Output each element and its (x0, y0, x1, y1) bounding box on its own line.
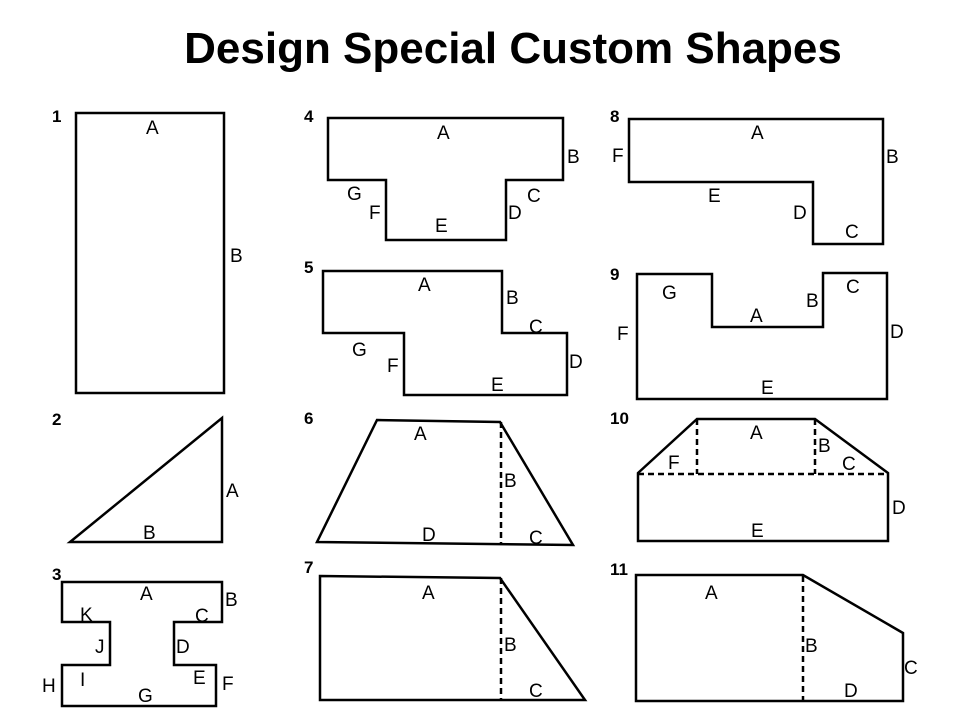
shape-7-label-b: B (504, 635, 517, 656)
shape-8-label-a: A (751, 123, 764, 144)
shape-10-label-e: E (751, 521, 764, 542)
shape-3-label-c: C (195, 606, 209, 627)
shape-5-number: 5 (304, 258, 313, 277)
shape-4-label-e: E (435, 216, 448, 237)
shape-3-label-j: J (95, 637, 105, 658)
shape-9-number: 9 (610, 265, 619, 284)
shape-9-label-g: G (662, 283, 677, 304)
shape-4-label-c: C (527, 186, 541, 207)
shape-1-label-a: A (146, 118, 159, 139)
shape-3-label-g: G (138, 686, 153, 707)
shape-4-label-d: D (508, 203, 522, 224)
shape-3-label-a: A (140, 584, 153, 605)
shape-9-label-c: C (846, 277, 860, 298)
shape-10: 10 A B C D E F (610, 409, 906, 543)
shape-6: 6 A B C D (304, 409, 576, 549)
shape-2-label-b: B (143, 523, 156, 544)
shape-3-label-h: H (42, 676, 56, 697)
shape-7: 7 A B C (304, 558, 588, 702)
shape-8-outline (627, 117, 885, 246)
shape-3-number: 3 (52, 565, 61, 584)
shape-10-label-c: C (842, 454, 856, 475)
shape-8-label-d: D (793, 203, 807, 224)
shape-9-label-a: A (750, 306, 763, 327)
shape-10-label-b: B (818, 436, 831, 457)
shape-5-label-a: A (418, 275, 431, 296)
shape-4: 4 A B C D E F G (304, 107, 580, 242)
shape-4-label-f: F (369, 203, 381, 224)
shape-9-label-f: F (617, 324, 629, 345)
shape-8-label-c: C (845, 222, 859, 243)
shape-8: 8 A B C D E F (610, 107, 899, 246)
shape-6-label-b: B (504, 471, 517, 492)
shape-3-label-e: E (193, 668, 206, 689)
shape-3-label-d: D (176, 637, 190, 658)
shape-5: 5 A B C D E F G (304, 258, 583, 397)
shape-11-label-b: B (805, 636, 818, 657)
shape-4-label-g: G (347, 184, 362, 205)
shape-8-number: 8 (610, 107, 619, 126)
shape-7-outline (318, 574, 588, 702)
shape-3-label-b: B (225, 590, 238, 611)
shape-10-label-d: D (892, 498, 906, 519)
shape-11: 11 A B C D (610, 560, 918, 703)
shape-5-label-d: D (569, 352, 583, 373)
shape-10-label-f: F (668, 453, 680, 474)
shape-1-number: 1 (52, 107, 61, 126)
shape-3-label-f: F (222, 674, 234, 695)
shape-5-label-g: G (352, 340, 367, 361)
shape-7-label-a: A (422, 583, 435, 604)
shape-5-outline (321, 269, 569, 397)
shape-10-label-a: A (750, 423, 763, 444)
shape-11-outline (634, 573, 905, 703)
shape-8-label-e: E (708, 186, 721, 207)
shape-4-label-b: B (567, 147, 580, 168)
shape-6-label-c: C (529, 528, 543, 549)
shape-2-label-a: A (226, 481, 239, 502)
shape-1: 1 A B (52, 107, 243, 395)
shape-4-number: 4 (304, 107, 314, 126)
shape-3-outline (60, 580, 224, 708)
shape-9-outline (635, 271, 889, 401)
shape-3: 3 A B C D E F G H I J K (42, 565, 238, 708)
shape-6-outline (315, 418, 576, 547)
shape-8-label-b: B (886, 147, 899, 168)
shape-11-label-c: C (904, 658, 918, 679)
shape-9: 9 A B C D E F G (610, 265, 904, 401)
shape-7-label-c: C (529, 681, 543, 702)
shape-9-label-b: B (806, 291, 819, 312)
shape-7-number: 7 (304, 558, 313, 577)
shape-9-label-e: E (761, 378, 774, 399)
shape-10-number: 10 (610, 409, 629, 428)
shape-3-label-k: K (80, 605, 93, 626)
shape-2-outline (66, 415, 224, 544)
shape-5-label-b: B (506, 288, 519, 309)
shape-11-number: 11 (610, 560, 628, 579)
shape-4-outline (326, 116, 565, 242)
shape-9-label-d: D (890, 322, 904, 343)
shape-11-label-a: A (705, 583, 718, 604)
shape-6-label-a: A (414, 424, 427, 445)
shape-5-label-f: F (387, 356, 399, 377)
shape-1-label-b: B (230, 246, 243, 267)
shape-3-label-i: I (80, 670, 85, 691)
shape-5-label-e: E (491, 375, 504, 396)
shape-11-label-d: D (844, 681, 858, 702)
page-title: Design Special Custom Shapes (184, 24, 842, 73)
shape-6-label-d: D (422, 525, 436, 546)
shape-2: 2 A B (52, 410, 239, 544)
shape-5-label-c: C (529, 317, 543, 338)
shape-1-outline (74, 111, 226, 395)
shape-2-number: 2 (52, 410, 61, 429)
shape-8-label-f: F (612, 146, 624, 167)
shape-6-number: 6 (304, 409, 313, 428)
shape-4-label-a: A (437, 123, 450, 144)
